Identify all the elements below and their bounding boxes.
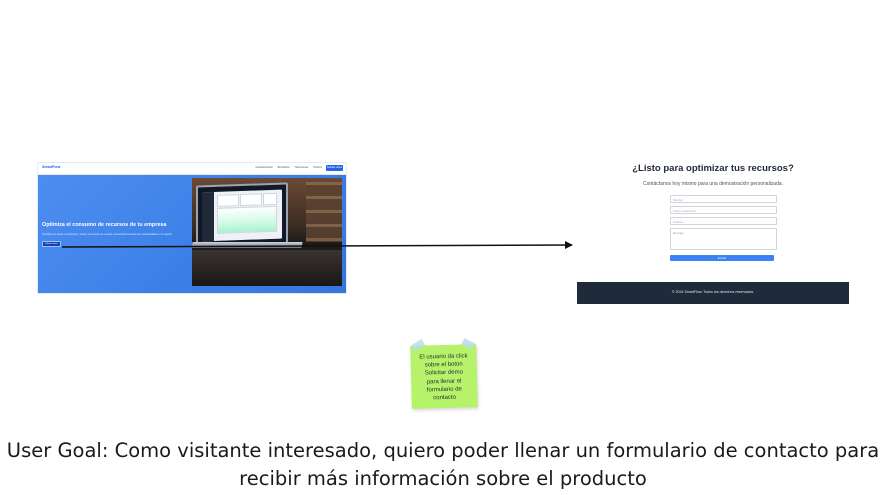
nav-link-caracteristicas[interactable]: Características xyxy=(255,166,273,169)
phone-field[interactable]: Teléfono xyxy=(670,217,777,225)
contact-subtitle: Contáctanos hoy mismo para una demostrac… xyxy=(642,181,784,187)
hero-image-laptop-base xyxy=(192,242,303,248)
hero-image-dashboard xyxy=(202,189,282,242)
dashboard-card xyxy=(263,192,277,206)
hero-title: Optimiza el consumo de recursos de tu em… xyxy=(42,222,167,228)
nav-link-testimonios[interactable]: Testimonios xyxy=(294,166,309,169)
hero-image-laptop xyxy=(196,182,288,248)
hero-image-desk xyxy=(192,250,342,286)
tape-icon xyxy=(461,338,476,350)
submit-button[interactable]: Enviar xyxy=(670,255,774,261)
hero-image xyxy=(192,178,342,286)
dashboard-card xyxy=(217,194,239,207)
nav-link-precios[interactable]: Precios xyxy=(313,166,322,169)
landing-page-screenshot: SmartFlow Características Beneficios Tes… xyxy=(38,163,346,293)
landing-navbar: SmartFlow Características Beneficios Tes… xyxy=(38,163,346,175)
sticky-note-text: El usuario da click sobre el boton Solic… xyxy=(419,353,468,402)
email-field[interactable]: Correo electrónico xyxy=(670,206,777,214)
message-field-placeholder: Mensaje xyxy=(673,230,684,235)
contact-footer: © 2024 SmartFlow. Todos los derechos res… xyxy=(577,282,849,304)
hero-demo-button[interactable]: Solicitar demo xyxy=(42,241,61,247)
nav-links: Características Beneficios Testimonios P… xyxy=(255,166,322,169)
footer-copyright: © 2024 SmartFlow. Todos los derechos res… xyxy=(671,290,755,294)
user-goal-caption: User Goal: Como visitante interesado, qu… xyxy=(6,439,880,490)
sticky-note: El usuario da click sobre el boton Solic… xyxy=(410,338,478,409)
contact-title: ¿Listo para optimizar tus recursos? xyxy=(632,163,794,174)
nav-link-beneficios[interactable]: Beneficios xyxy=(277,166,290,169)
phone-field-placeholder: Teléfono xyxy=(673,219,684,224)
hero-subtitle: SmartFlow te ayuda a monitorear y reduci… xyxy=(42,233,173,236)
nav-demo-button[interactable]: Solicitar demo xyxy=(326,165,343,171)
dashboard-card xyxy=(240,193,262,207)
name-field[interactable]: Nombre xyxy=(670,195,777,203)
email-field-placeholder: Correo electrónico xyxy=(673,208,696,213)
contact-page-screenshot: ¿Listo para optimizar tus recursos? Cont… xyxy=(577,155,849,304)
hero-image-shelf xyxy=(306,182,342,242)
message-field[interactable]: Mensaje xyxy=(670,228,777,250)
name-field-placeholder: Nombre xyxy=(673,197,683,202)
tape-icon xyxy=(411,339,426,352)
dashboard-sidebar xyxy=(202,191,214,242)
brand-logo[interactable]: SmartFlow xyxy=(42,165,61,169)
dashboard-chart xyxy=(217,205,277,234)
